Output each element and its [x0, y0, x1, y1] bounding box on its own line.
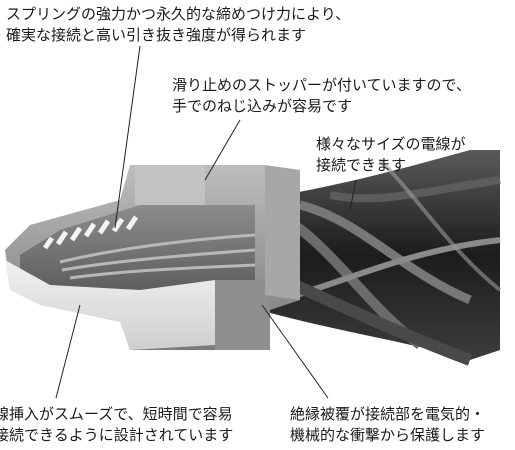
callout-insulation: 絶縁被覆が接続部を電気的・ 機械的な衝撃から保護します	[290, 404, 485, 446]
callout-spring-line1: スプリングの強力かつ永久的な締めつけ力により、	[6, 5, 351, 23]
callout-insertion: 線挿入がスムーズで、短時間で容易 接続できるように設計されています	[0, 404, 233, 446]
callout-insertion-line2: 接続できるように設計されています	[0, 426, 234, 444]
leader-insert	[55, 304, 81, 399]
wire-bundle	[250, 150, 502, 366]
callout-insertion-line1: 線挿入がスムーズで、短時間で容易	[0, 405, 233, 423]
leader-lines	[55, 45, 357, 399]
callout-stopper-line1: 滑り止めのストッパーが付いていますので、	[172, 76, 471, 94]
callout-spring-line2: 確実な接続と高い引き抜き強度が得られます	[6, 26, 307, 44]
leader-insulation	[261, 304, 329, 399]
callout-wire-sizes: 様々なサイズの電線が 接続できます	[316, 134, 466, 176]
inner-wires	[59, 233, 256, 280]
leader-wire	[349, 179, 357, 211]
callout-insulation-line2: 機械的な衝撃から保護します	[290, 426, 486, 444]
callout-wire-line1: 様々なサイズの電線が	[316, 135, 466, 153]
callout-wire-line2: 接続できます	[316, 156, 407, 174]
leader-stopper	[204, 119, 241, 181]
leader-spring	[114, 45, 141, 229]
callout-insulation-line1: 絶縁被覆が接続部を電気的・	[290, 405, 486, 423]
spring-coil	[42, 215, 139, 250]
callout-stopper-line2: 手でのねじ込みが容易です	[172, 97, 353, 115]
callout-stopper: 滑り止めのストッパーが付いていますので、 手でのねじ込みが容易です	[172, 75, 471, 117]
callout-spring: スプリングの強力かつ永久的な締めつけ力により、 確実な接続と高い引き抜き強度が得…	[6, 4, 350, 46]
